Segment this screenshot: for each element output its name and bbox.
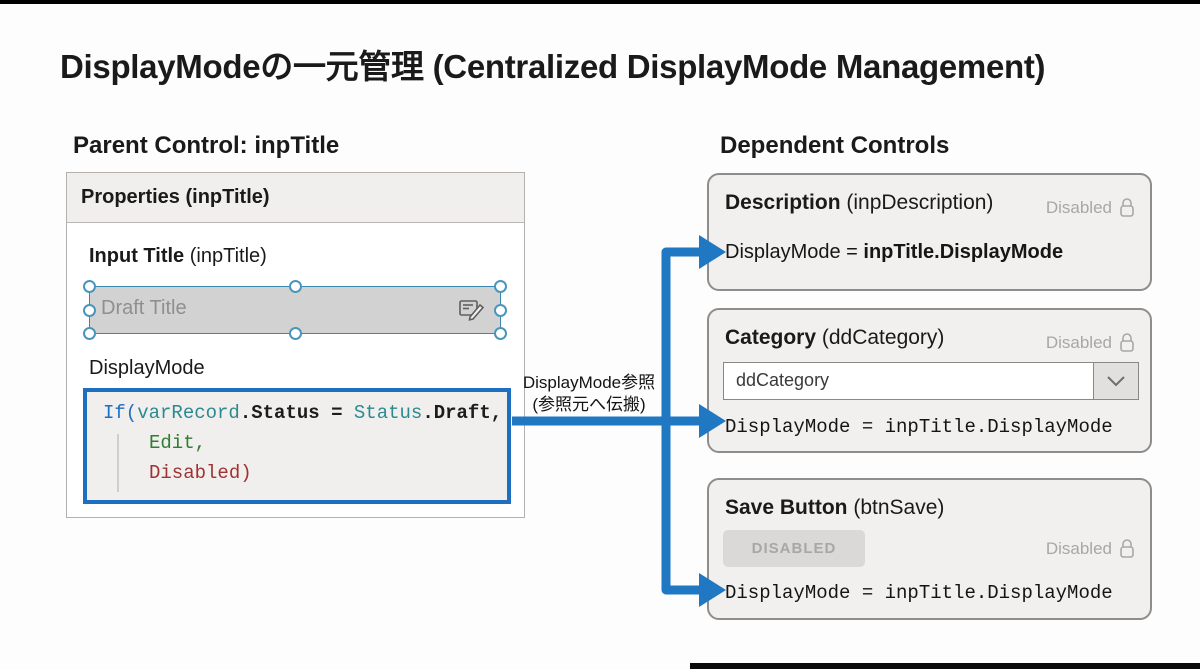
selection-handle-top-left[interactable] <box>83 280 96 293</box>
category-status: Disabled <box>1046 332 1136 353</box>
dependent-box-category: Category (ddCategory) Disabled ddCategor… <box>707 308 1152 453</box>
title-input-placeholder: Draft Title <box>101 297 187 319</box>
rename-pencil-icon <box>458 298 486 327</box>
input-title-label: Input Title (inpTitle) <box>89 245 267 268</box>
save-button-status: Disabled <box>1046 538 1136 559</box>
token-equals: = <box>319 402 354 424</box>
dependents-section-heading: Dependent Controls <box>720 132 950 159</box>
arrow-annotation-line1: DisplayMode参照 <box>522 373 656 392</box>
description-title: Description (inpDescription) <box>725 191 993 215</box>
token-draft: .Draft, <box>422 402 503 424</box>
save-button-title-rest: (btnSave) <box>847 496 945 519</box>
selection-handle-mid-left[interactable] <box>83 304 96 317</box>
top-letterbox-bar <box>0 0 1200 4</box>
token-varrecord: varRecord <box>137 402 240 424</box>
properties-panel-header: Properties (inpTitle) <box>67 173 524 223</box>
bottom-letterbox-bar <box>690 663 1200 669</box>
displaymode-property-label: DisplayMode <box>89 357 205 379</box>
save-button-title: Save Button (btnSave) <box>725 496 944 520</box>
token-status-enum: Status <box>353 402 423 424</box>
description-binding-prefix: DisplayMode = <box>725 241 864 263</box>
selection-handle-mid-right[interactable] <box>494 304 507 317</box>
save-button-title-bold: Save Button <box>725 496 848 519</box>
selection-handle-bottom-mid[interactable] <box>289 327 302 340</box>
properties-panel: Properties (inpTitle) Input Title (inpTi… <box>66 172 525 518</box>
formula-line-1: If(varRecord.Status = Status.Draft, <box>103 402 502 424</box>
category-dropdown[interactable]: ddCategory <box>723 362 1139 400</box>
category-dropdown-value: ddCategory <box>736 370 830 390</box>
selection-handle-bottom-right[interactable] <box>494 327 507 340</box>
dependent-box-save-button: Save Button (btnSave) DISABLED Disabled … <box>707 478 1152 620</box>
selection-handle-top-right[interactable] <box>494 280 507 293</box>
category-binding: DisplayMode = inpTitle.DisplayMode <box>725 416 1113 438</box>
chevron-down-icon[interactable] <box>1093 363 1138 399</box>
input-title-label-bold: Input Title <box>89 245 185 267</box>
formula-line-3: Disabled) <box>149 462 252 484</box>
description-binding-target: inpTitle.DisplayMode <box>863 241 1064 263</box>
category-title: Category (ddCategory) <box>725 326 944 350</box>
title-text-input[interactable]: Draft Title <box>83 280 507 340</box>
input-title-label-rest: (inpTitle) <box>184 245 267 267</box>
arrow-annotation: DisplayMode参照 (参照元へ伝搬) <box>505 372 673 416</box>
selection-handle-bottom-left[interactable] <box>83 327 96 340</box>
page-title: DisplayModeの一元管理 (Centralized DisplayMod… <box>60 48 1046 85</box>
indent-guide <box>117 434 119 492</box>
description-status: Disabled <box>1046 197 1136 218</box>
formula-line-2: Edit, <box>149 432 207 454</box>
token-status-prop: .Status <box>239 402 320 424</box>
save-button-binding: DisplayMode = inpTitle.DisplayMode <box>725 582 1113 604</box>
arrow-trunk <box>661 247 701 595</box>
description-title-rest: (inpDescription) <box>840 191 994 214</box>
lock-icon <box>1120 333 1134 352</box>
description-binding: DisplayMode = inpTitle.DisplayMode <box>725 241 1063 264</box>
lock-icon <box>1120 539 1134 558</box>
displaymode-formula-box[interactable]: If(varRecord.Status = Status.Draft, Edit… <box>83 388 511 504</box>
category-title-rest: (ddCategory) <box>816 326 945 349</box>
description-title-bold: Description <box>725 191 841 214</box>
save-button-disabled[interactable]: DISABLED <box>723 530 865 567</box>
save-button-status-text: Disabled <box>1045 538 1112 558</box>
category-title-bold: Category <box>725 326 817 349</box>
parent-section-heading: Parent Control: inpTitle <box>73 132 340 159</box>
arrow-annotation-line2: (参照元へ伝搬) <box>532 395 646 414</box>
lock-icon <box>1120 198 1134 217</box>
category-status-text: Disabled <box>1045 332 1112 352</box>
selection-handle-top-mid[interactable] <box>289 280 302 293</box>
dependent-box-description: Description (inpDescription) Disabled Di… <box>707 173 1152 291</box>
token-if: If( <box>103 402 138 424</box>
description-status-text: Disabled <box>1045 197 1112 217</box>
